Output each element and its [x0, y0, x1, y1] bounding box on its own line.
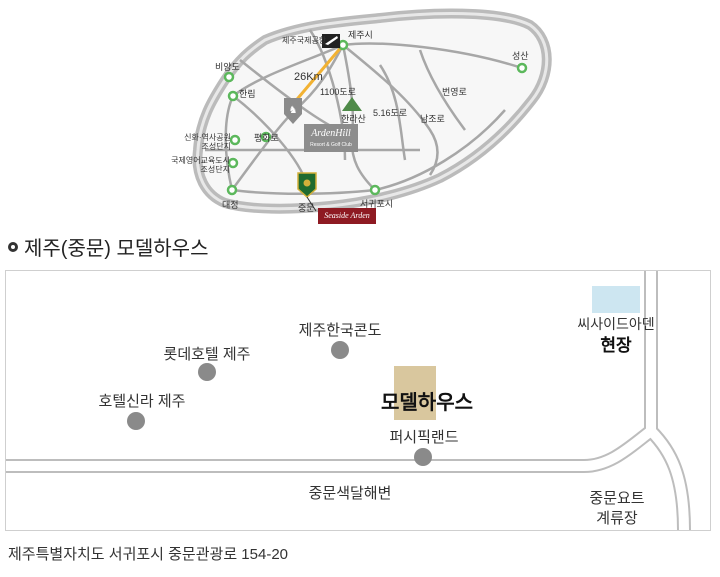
seaside-logo-text: Seaside Arden [324, 211, 370, 220]
arden-hill-logo-box [304, 124, 358, 152]
arden-hill-pin-icon: ♞ [284, 98, 302, 124]
model-house-marker [394, 366, 436, 420]
label-jungmun: 중문 [298, 203, 315, 213]
poi-beach-label: 중문색달해변 [308, 485, 392, 502]
poi-kondo-label: 제주한국콘도 [298, 322, 382, 339]
poi-yacht-label-1: 중문요트 [589, 490, 645, 507]
label-namjo: 남조로 [420, 114, 445, 124]
label-seogwipo: 서귀포시 [360, 199, 394, 209]
model-house-label: 모델하우스 [381, 392, 473, 414]
label-jeju-city: 제주시 [348, 30, 373, 40]
label-hallim: 한림 [239, 89, 256, 99]
node-seongsan [516, 62, 528, 74]
arden-hill-logo-text: ArdenHill [311, 128, 351, 139]
seaside-crest-icon [297, 172, 317, 199]
node-seogwipo [369, 184, 381, 196]
label-airport: 제주국제공항 [282, 36, 327, 45]
site-sub: 현장 [600, 336, 632, 355]
address-text: 제주특별자치도 서귀포시 중문관광로 154-20 [8, 546, 289, 563]
node-jeju-city [337, 39, 349, 51]
label-daejeong: 대정 [222, 200, 239, 210]
label-seongsan: 성산 [512, 51, 529, 61]
seaside-logo-box [318, 208, 376, 224]
node-daejeong [226, 184, 238, 196]
poi-shilla-dot [127, 412, 145, 430]
label-pyeonghwa: 평화로 [254, 133, 279, 143]
poi-kondo-dot [331, 341, 349, 359]
label-biyangdo: 비양도 [215, 62, 240, 72]
poi-shilla-label: 호텔신라 제주 [98, 393, 186, 410]
site-marker [592, 286, 640, 313]
poi-lotte-label: 롯데호텔 제주 [163, 346, 251, 363]
poi-lotte-dot [198, 363, 216, 381]
node-hallim [227, 90, 239, 102]
node-pyeonghwa [260, 131, 272, 143]
airport-route [291, 44, 345, 105]
label-english-edu: 국제영어교육도시 조성단지 [171, 156, 230, 174]
node-english-edu [227, 157, 239, 169]
label-road-516: 5.16도로 [373, 108, 408, 118]
section-title: 제주(중문) 모델하우스 [8, 232, 208, 261]
node-heritage [229, 134, 241, 146]
label-hallasan: 한라산 [341, 114, 366, 124]
airplane-icon [322, 34, 340, 48]
poi-pacific-dot [414, 448, 432, 466]
poi-yacht-label-2: 계류장 [596, 510, 638, 527]
section-title-text: 제주(중문) 모델하우스 [24, 238, 209, 260]
label-distance: 26Km [294, 71, 323, 83]
local-map-roads [6, 271, 691, 530]
island-nodes [223, 39, 528, 196]
arden-hill-logo-sub: Resort & Golf Club [310, 142, 352, 148]
site-name: 씨사이드아덴 [577, 316, 655, 332]
label-road-1100: 1100도로 [320, 87, 356, 97]
bullet-icon [8, 241, 18, 252]
island-map: ♞ [192, 8, 552, 224]
local-map [5, 270, 711, 531]
hallasan-icon [342, 97, 362, 111]
label-beonyeong: 번영로 [442, 87, 467, 97]
poi-pacific-label: 퍼시픽랜드 [389, 429, 459, 446]
label-heritage: 신화·역사공원 조성단지 [184, 133, 231, 151]
svg-text:♞: ♞ [289, 105, 298, 116]
node-biyangdo [223, 71, 235, 83]
